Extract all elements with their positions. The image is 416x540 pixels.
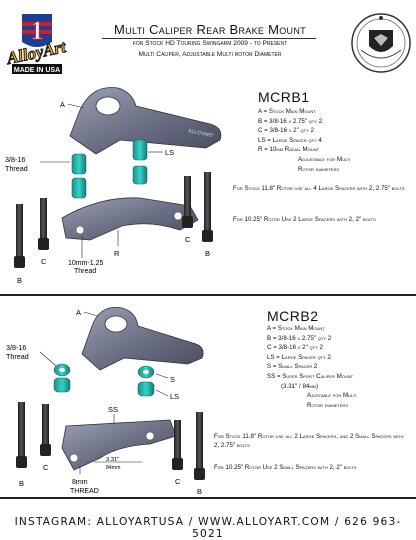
label-ls: LS: [170, 392, 179, 401]
mcrb1-illustration: ALLOYART A LS 3/8-16 Thread R 10mm-1.25 …: [5, 87, 222, 285]
spec-note: Adjustable for Multi: [298, 155, 351, 163]
axle-hole: [95, 96, 121, 116]
spec-note: Rotor diameters: [307, 401, 349, 409]
svg-text:1: 1: [31, 16, 44, 45]
bolt-b-right: [202, 172, 213, 242]
small-spacer: [53, 363, 71, 377]
spec-item: C = 3/8-16 x 2" qty 2: [267, 344, 323, 352]
spec-note: Ajustable for Multi: [307, 392, 357, 400]
label-thread-size: 3/8-16: [6, 343, 26, 352]
label-s: S: [170, 375, 175, 384]
bolt-b-left: [16, 402, 27, 468]
label-r: R: [114, 249, 120, 258]
small-spacer: [137, 365, 155, 379]
mcrb2-illustration: A 3/8-16 Thread S LS SS 3.31" 84mm 8mm T…: [6, 307, 205, 496]
alloyart-logo: 1 AlloyArt MADE IN USA: [4, 14, 69, 74]
main-mount-a: [81, 307, 204, 371]
usage-note-small-rotor: For 10.25" Rotor Use 2 Large Spacers wit…: [233, 216, 376, 223]
label-radial-thread: Thread: [74, 268, 96, 275]
bolt-c-left: [38, 198, 49, 250]
title-underline: [102, 38, 316, 39]
spec-item: SS = Super Sport Caliper Mount: [267, 372, 354, 380]
spec-item: S = Small Spacer 2: [267, 363, 318, 371]
label-b-right: B: [205, 249, 210, 258]
svg-text:MADE IN USA: MADE IN USA: [14, 67, 60, 74]
page-title: Multi Caliper Rear Brake Mount: [114, 22, 306, 37]
subtitle-fitment: for Stock HD Touring Swingarm 2009 - to …: [132, 40, 288, 47]
dim-inches: 3.31": [106, 457, 119, 463]
usage-note-stock-rotor: For Stock 11.8" Rotor use all 2 Large Sp…: [214, 433, 404, 450]
label-a: A: [60, 100, 65, 109]
label-radial-thread-size: 10mm-1.25: [68, 260, 104, 267]
spec-item: LS = Large Spacer qty 4: [258, 136, 322, 144]
contact-footer: INSTAGRAM: ALLOYARTUSA / WWW.ALLOYART.CO…: [14, 516, 402, 540]
usage-note-small-rotor: For 10.25" Rotor Use 2 Small Spacers wit…: [214, 464, 357, 471]
bolt-c-left: [40, 404, 51, 456]
bolt-b-left: [14, 204, 25, 268]
label-c-right: C: [185, 235, 191, 244]
section-divider: [0, 497, 416, 499]
svg-text:ALLOYART: ALLOYART: [188, 128, 214, 139]
flag-stripe: [22, 22, 52, 26]
label-b-left: B: [19, 479, 24, 488]
axle-hole: [104, 315, 128, 333]
label-b-left: B: [17, 276, 22, 285]
dim-mm: 84mm: [106, 465, 120, 471]
bolt-c-right: [182, 176, 193, 228]
label-ss: SS: [108, 405, 118, 414]
large-spacer: [71, 153, 87, 199]
label-thread-size: 3/8-16: [5, 155, 25, 164]
spec-note: Rotor diameters: [298, 165, 340, 173]
label-thread: Thread: [5, 164, 28, 173]
section-divider: [0, 294, 416, 296]
model-mcrb2: MCRB2: [267, 308, 319, 324]
radial-mount-r: [61, 197, 199, 241]
bolt-b-right: [194, 412, 205, 480]
model-mcrb1: MCRB1: [258, 89, 310, 105]
label-ls: LS: [165, 148, 174, 157]
large-spacer: [132, 139, 148, 185]
made-in-usa-badge: [12, 64, 62, 74]
label-a: A: [76, 308, 81, 317]
spec-item: B = 3/8-16 x 2.75" qty 2: [267, 334, 332, 342]
label-thread: Thread: [6, 352, 29, 361]
flag-stripe: [22, 30, 52, 34]
spec-item: (3.31" / 84mm): [281, 382, 319, 390]
label-mm-thread-size: 8mm: [72, 479, 88, 486]
subtitle-features: Multi Caliper, Adjustable Multi rotor Di…: [138, 51, 282, 58]
spec-list-mcrb2: A = Stock Main Mount B = 3/8-16 x 2.75" …: [267, 324, 356, 410]
spec-item: B = 3/8-16 x 2.75" qty 2: [258, 117, 323, 125]
spec-list-mcrb1: A = Stock Main Mount B = 3/8-16 x 2.75" …: [258, 107, 350, 174]
super-sport-mount-ss: [61, 419, 177, 471]
spec-item: C = 3/8-16 x 2" qty 2: [258, 127, 314, 135]
label-c-right: C: [175, 477, 181, 486]
spec-item: LS = Large Spacer qty 2: [267, 353, 331, 361]
label-c-left: C: [43, 463, 49, 472]
label-b-right: B: [197, 487, 202, 496]
spec-item: A = Stock Main Mount: [267, 325, 325, 332]
usage-note-stock-rotor: For Stock 11.8" Rotor use all 4 Large Sp…: [233, 185, 405, 192]
large-spacer: [137, 381, 155, 397]
label-mm-thread: THREAD: [70, 488, 99, 495]
spec-item: A = Stock Main Mount: [258, 108, 316, 115]
seal-emblem: [351, 13, 411, 73]
large-spacer: [53, 377, 71, 393]
spec-item: R = 10mm Radial Mount: [258, 146, 320, 154]
label-c-left: C: [41, 257, 47, 266]
bolt-c-right: [172, 420, 183, 470]
